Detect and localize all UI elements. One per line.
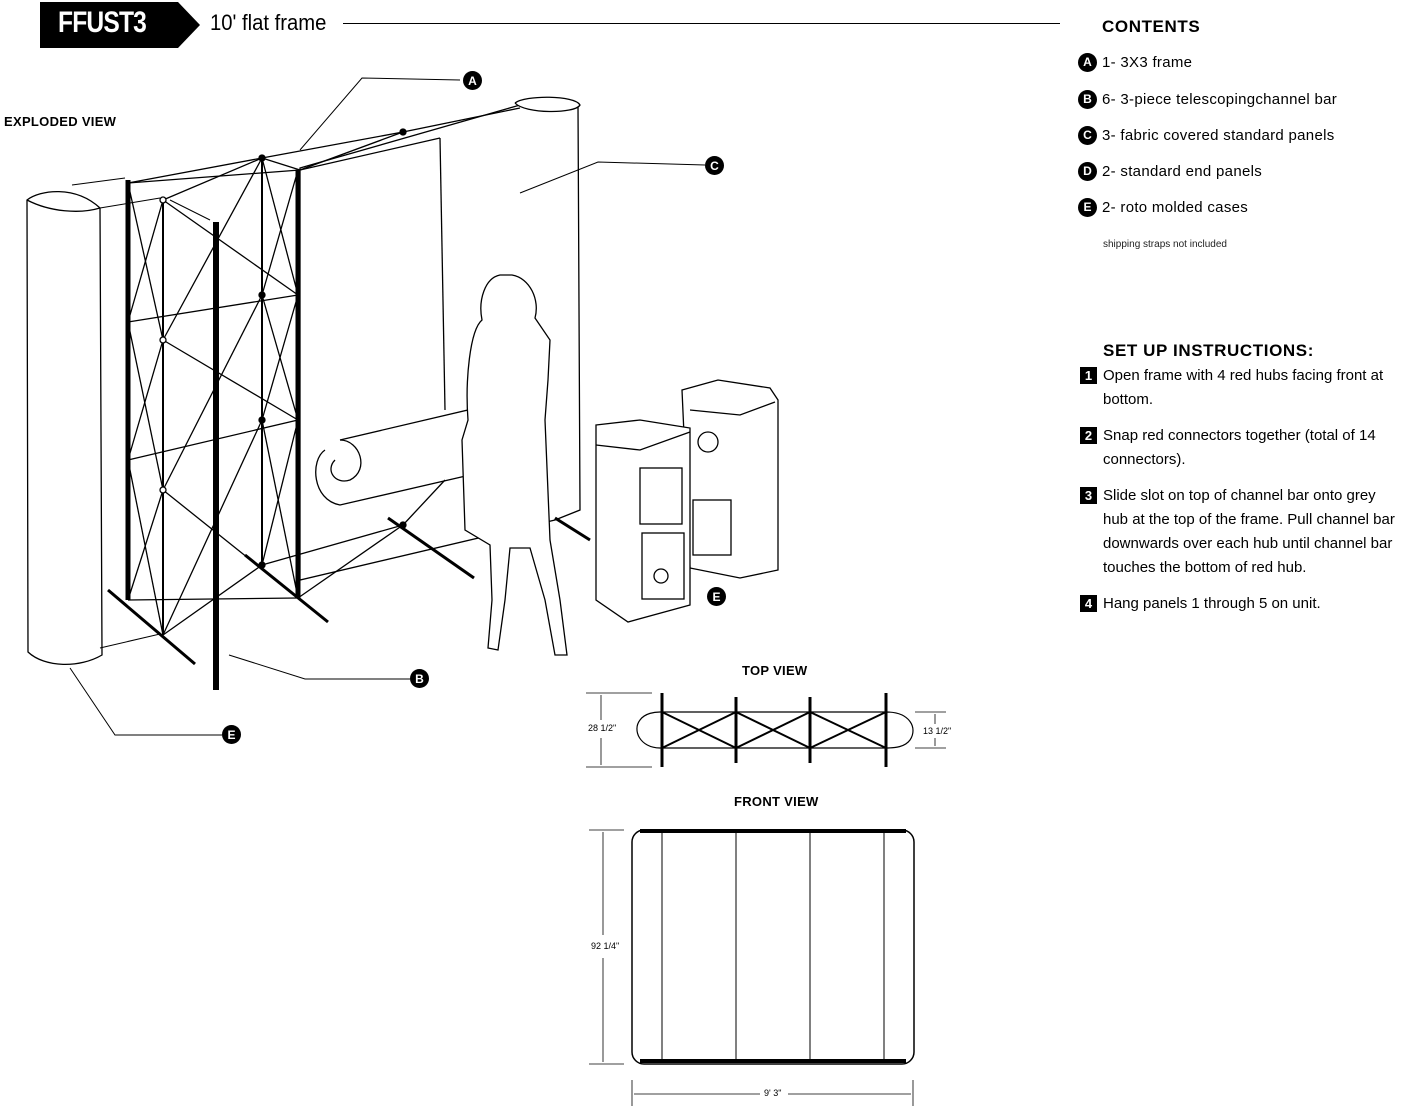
person-silhouette [461, 274, 568, 656]
item-letter-badge: A [1078, 52, 1097, 72]
contents-item-text: 6- 3-piece telescopingchannel bar [1102, 90, 1338, 108]
top-view-label: TOP VIEW [742, 663, 808, 678]
contents-item-text: 2- roto molded cases [1102, 198, 1249, 216]
callout-c: C [705, 156, 724, 175]
front-view-drawing [589, 829, 915, 1106]
shipping-cases [595, 379, 779, 623]
dimension-front-height: 92 1/4" [591, 941, 620, 951]
callout-e-cases: E [707, 587, 726, 606]
step-text: Open frame with 4 red hubs facing front … [1103, 367, 1384, 408]
dimension-top-depth: 28 1/2" [588, 723, 617, 733]
contents-note: shipping straps not included [1103, 239, 1227, 250]
contents-item: D 2- standard end panels [1078, 159, 1262, 183]
instruction-step: 4 Hang panels 1 through 5 on unit. [1080, 592, 1396, 616]
contents-item-text: 1- 3X3 frame [1102, 53, 1193, 71]
contents-item-text: 2- standard end panels [1102, 162, 1263, 180]
item-letter-badge: B [1078, 89, 1097, 109]
contents-item-text: 3- fabric covered standard panels [1102, 126, 1335, 144]
step-text: Slide slot on top of channel bar onto gr… [1103, 487, 1395, 576]
instruction-step: 2 Snap red connectors together (total of… [1080, 424, 1396, 472]
top-view-drawing [586, 692, 946, 768]
instruction-step: 1 Open frame with 4 red hubs facing fron… [1080, 364, 1396, 412]
step-number-badge: 1 [1080, 367, 1097, 384]
contents-item: E 2- roto molded cases [1078, 195, 1248, 219]
contents-item: C 3- fabric covered standard panels [1078, 123, 1335, 147]
step-number-badge: 3 [1080, 487, 1097, 504]
dimension-front-width: 9' 3" [764, 1088, 782, 1098]
instructions-heading: SET UP INSTRUCTIONS: [1103, 341, 1314, 360]
front-view-label: FRONT VIEW [734, 794, 819, 809]
leader-lines [69, 77, 706, 736]
contents-item: B 6- 3-piece telescopingchannel bar [1078, 87, 1337, 111]
end-panel-left [26, 190, 103, 666]
header-badge [40, 2, 200, 48]
step-text: Hang panels 1 through 5 on unit. [1103, 595, 1321, 612]
frame-structure [107, 107, 591, 666]
header-divider [343, 23, 1060, 24]
item-letter-badge: C [1078, 125, 1097, 145]
contents-heading: CONTENTS [1102, 17, 1201, 36]
dimension-top-end-depth: 13 1/2" [923, 726, 952, 736]
instruction-step: 3 Slide slot on top of channel bar onto … [1080, 484, 1396, 580]
contents-item: A 1- 3X3 frame [1078, 50, 1192, 74]
callout-b: B [410, 669, 429, 688]
step-number-badge: 4 [1080, 595, 1097, 612]
item-letter-badge: E [1078, 197, 1097, 217]
exploded-view-label: EXPLODED VIEW [4, 114, 117, 129]
item-letter-badge: D [1078, 161, 1097, 181]
page-subtitle: 10' flat frame [210, 10, 327, 35]
step-number-badge: 2 [1080, 427, 1097, 444]
callout-e-end-panel: E [222, 725, 241, 744]
model-code: FFUST3 [58, 6, 147, 39]
exploded-view-drawing [26, 77, 779, 736]
callout-a: A [463, 71, 482, 90]
step-text: Snap red connectors together (total of 1… [1103, 427, 1376, 468]
